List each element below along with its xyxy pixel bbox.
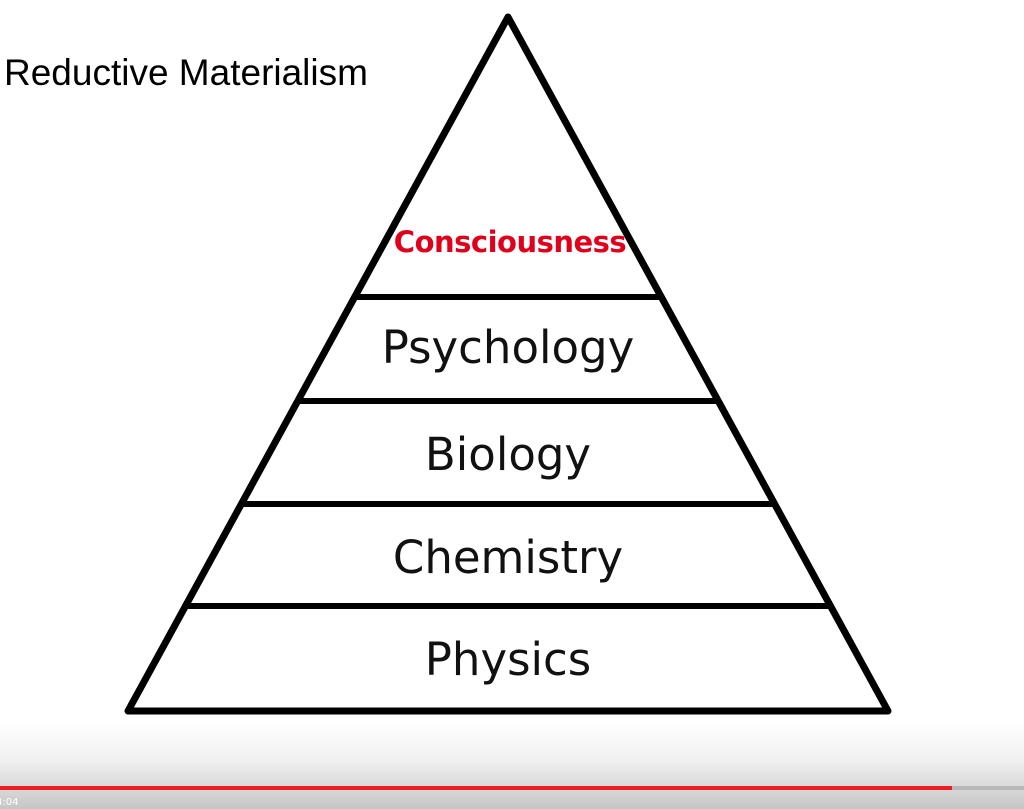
video-progress-fill <box>0 786 953 790</box>
pyramid-outline <box>124 13 892 715</box>
slide-title: Reductive Materialism <box>4 52 368 93</box>
video-progress-bar[interactable] <box>0 786 1024 790</box>
layer-label-chemistry: Chemistry <box>392 531 624 584</box>
video-player-controls <box>0 722 1024 809</box>
layer-label-psychology: Psychology <box>381 321 635 374</box>
video-time-readout: 4:04 <box>0 797 19 808</box>
layer-label-biology: Biology <box>424 428 592 481</box>
layer-label-physics: Physics <box>424 633 592 686</box>
layer-label-consciousness: Consciousness <box>393 225 627 259</box>
